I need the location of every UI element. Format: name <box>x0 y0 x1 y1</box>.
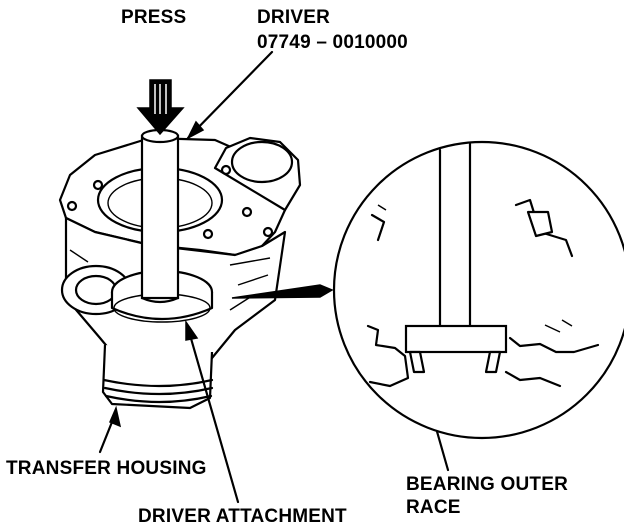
driver-shaft <box>140 128 180 304</box>
driver-label: DRIVER <box>257 7 330 28</box>
transfer-housing-label: TRANSFER HOUSING <box>6 458 207 479</box>
driver-attachment-label: DRIVER ATTACHMENT <box>138 506 347 527</box>
detail-view <box>332 140 624 440</box>
driver-part-number: 07749 – 0010000 <box>257 32 408 53</box>
press-arrow <box>136 79 185 136</box>
bearing-outer-race-label-line1: BEARING OUTER <box>406 474 568 495</box>
transfer-housing-drawing <box>58 136 302 410</box>
press-label: PRESS <box>121 7 187 28</box>
bearing-outer-race-label-line2: RACE <box>406 497 461 518</box>
